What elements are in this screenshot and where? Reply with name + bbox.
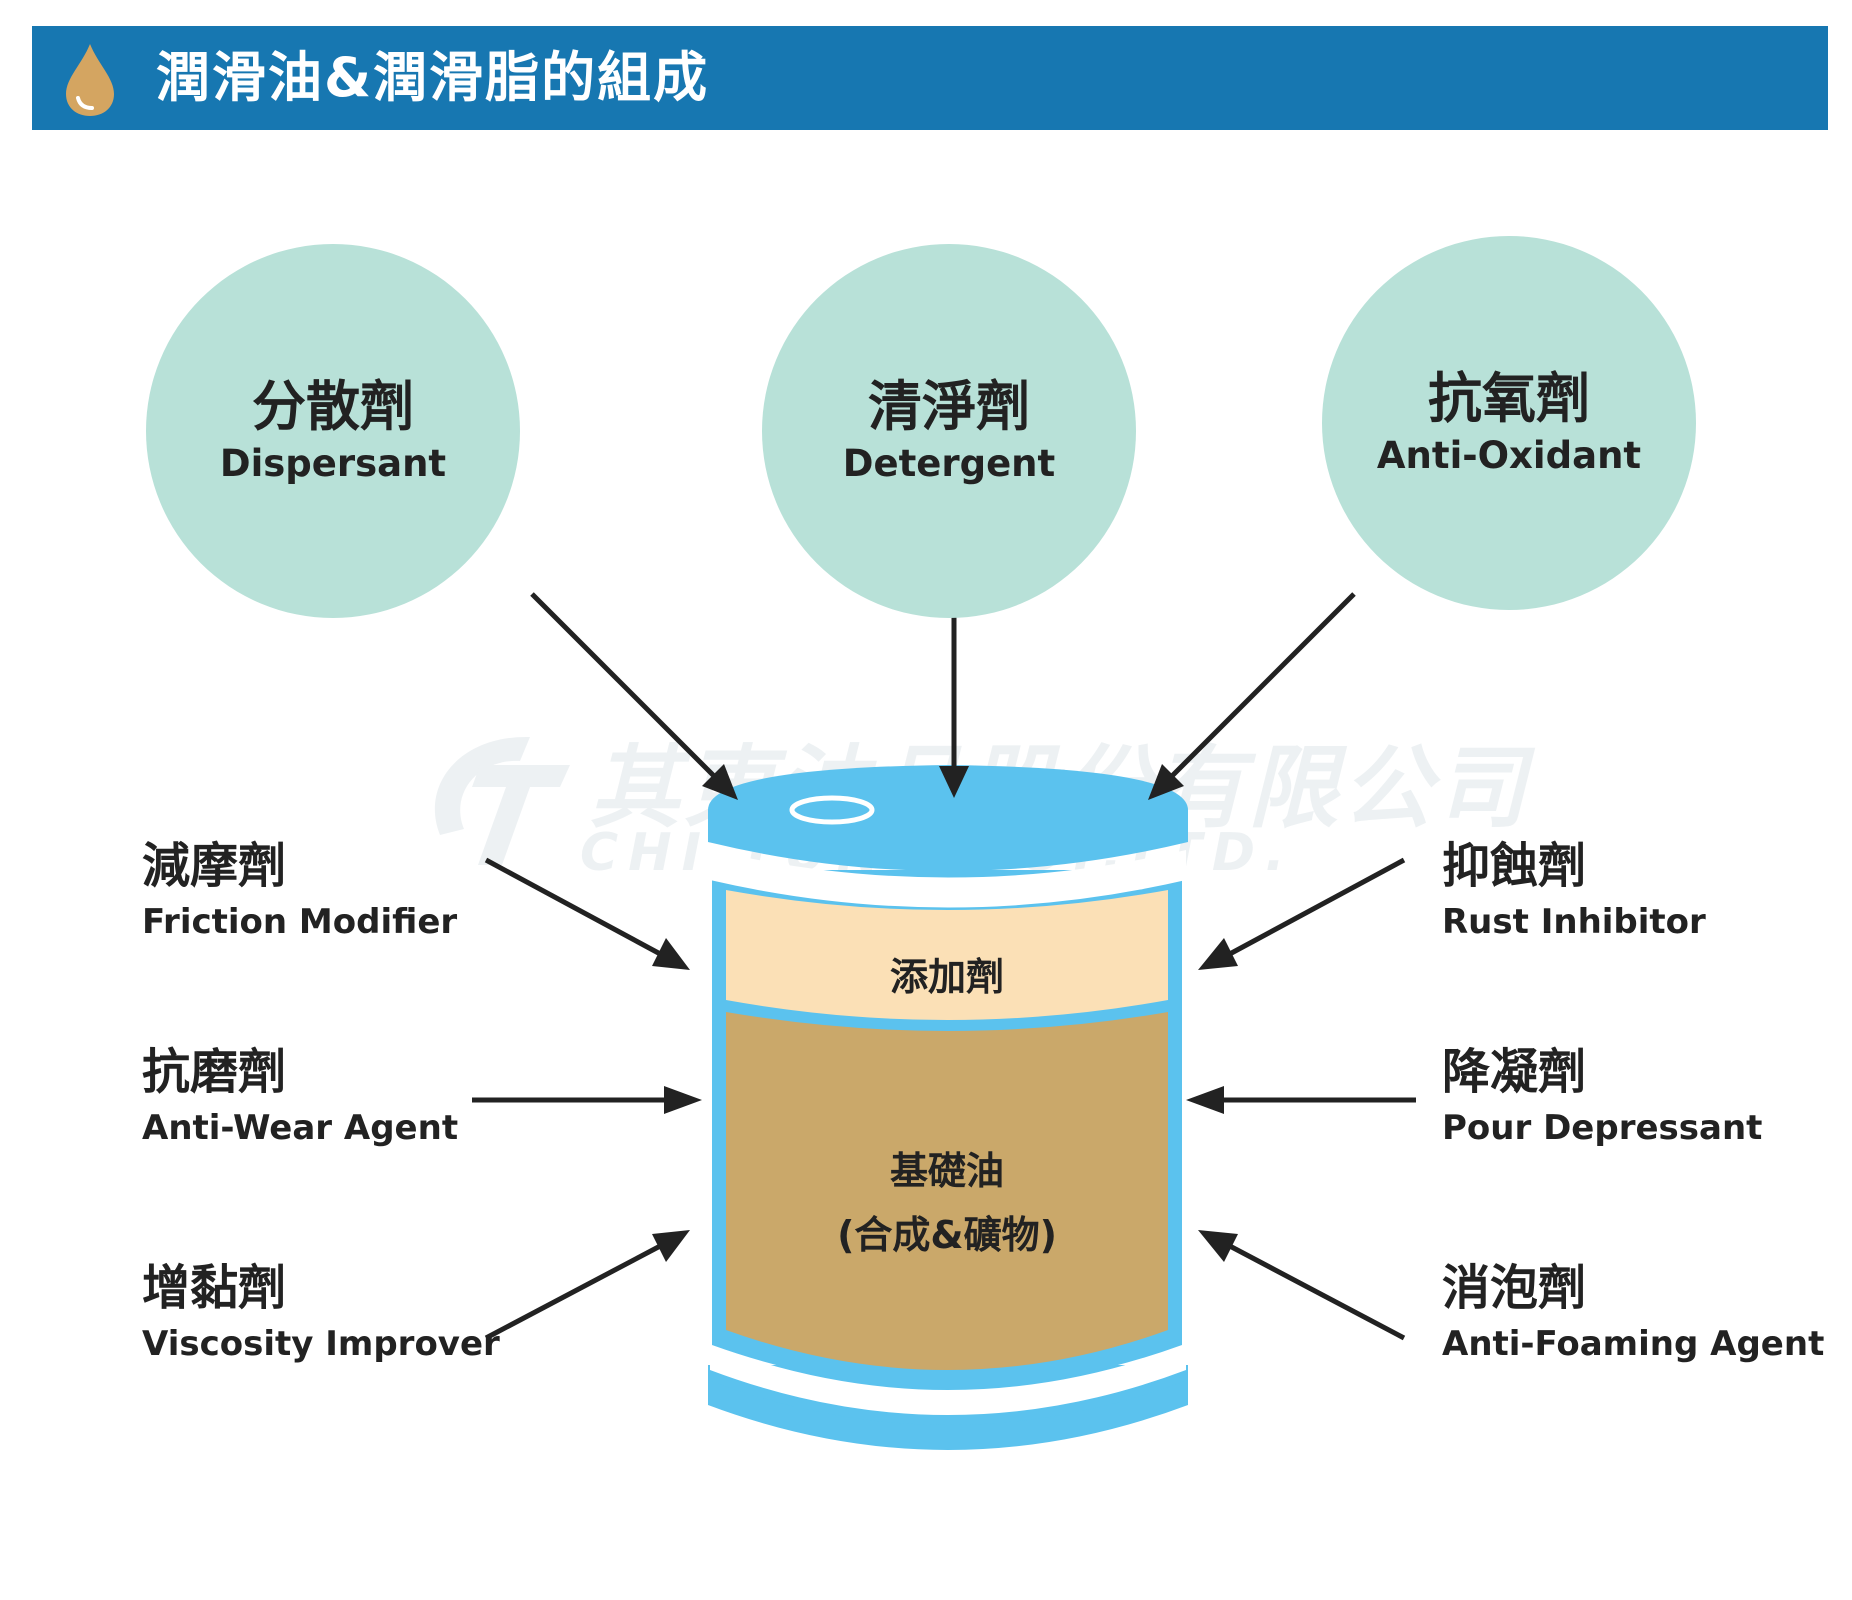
additive-zh-label: 清淨劑: [868, 375, 1030, 438]
arrow-dispersant: [530, 592, 738, 800]
arrow-detergent: [939, 594, 969, 798]
additive-zh-label: 減摩劑: [142, 838, 287, 894]
additive-zh-label: 分散劑: [252, 375, 414, 438]
circle-dispersant: 分散劑 Dispersant: [146, 244, 520, 618]
arrows: [472, 592, 1416, 1341]
base-oil-layer: [726, 1012, 1168, 1370]
additive-en-label: Rust Inhibitor: [1442, 902, 1706, 942]
additive-zh-label: 消泡劑: [1442, 1260, 1587, 1316]
page-title: 潤滑油&潤滑脂的組成: [156, 46, 710, 109]
circle-detergent: 清淨劑 Detergent: [762, 244, 1136, 618]
can-lid: [708, 765, 1188, 871]
additive-zh-label: 增黏劑: [142, 1260, 287, 1316]
additive-en-label: Anti-Wear Agent: [142, 1108, 459, 1148]
label-friction-modifier: 減摩劑 Friction Modifier: [142, 838, 457, 944]
arrow-viscosity-improver: [484, 1230, 690, 1341]
arrow-anti-oxidant: [1148, 592, 1356, 800]
additive-zh-label: 抗氧劑: [1428, 367, 1590, 430]
label-viscosity-improver: 增黏劑 Viscosity Improver: [142, 1260, 500, 1366]
additive-en-label: Detergent: [842, 442, 1056, 485]
oil-drop-icon: [66, 44, 114, 116]
arrow-anti-foaming: [1198, 1230, 1406, 1341]
additive-en-label: Anti-Foaming Agent: [1442, 1324, 1825, 1364]
additive-en-label: Pour Depressant: [1442, 1108, 1763, 1148]
additive-zh-label: 抗磨劑: [142, 1044, 287, 1100]
label-pour-depressant: 降凝劑 Pour Depressant: [1442, 1044, 1762, 1150]
can-cap-icon: [789, 795, 875, 825]
additive-zh-label: 降凝劑: [1442, 1044, 1587, 1100]
additive-en-label: Viscosity Improver: [142, 1324, 500, 1364]
arrow-rust-inhibitor: [1198, 857, 1406, 970]
base-oil-sub-label: (合成&礦物): [837, 1213, 1057, 1257]
additive-en-label: Friction Modifier: [142, 902, 458, 942]
arrow-friction-modifier: [484, 857, 690, 970]
additive-zh-label: 抑蝕劑: [1442, 838, 1587, 894]
arrow-anti-wear: [472, 1086, 702, 1114]
circle-anti-oxidant: 抗氧劑 Anti-Oxidant: [1322, 236, 1696, 610]
additive-layer: [726, 890, 1168, 1020]
base-oil-label: 基礎油: [889, 1149, 1004, 1193]
header-bar: 潤滑油&潤滑脂的組成: [32, 26, 1828, 130]
company-logo-icon: [434, 736, 570, 865]
label-anti-wear: 抗磨劑 Anti-Wear Agent: [142, 1044, 458, 1150]
oil-can: [708, 765, 1188, 1450]
label-anti-foaming: 消泡劑 Anti-Foaming Agent: [1442, 1260, 1824, 1366]
arrow-pour-depressant: [1186, 1086, 1416, 1114]
additive-layer-label: 添加劑: [889, 955, 1004, 999]
label-rust-inhibitor: 抑蝕劑 Rust Inhibitor: [1442, 838, 1706, 944]
additive-en-label: Dispersant: [219, 442, 447, 485]
additive-en-label: Anti-Oxidant: [1376, 434, 1642, 477]
